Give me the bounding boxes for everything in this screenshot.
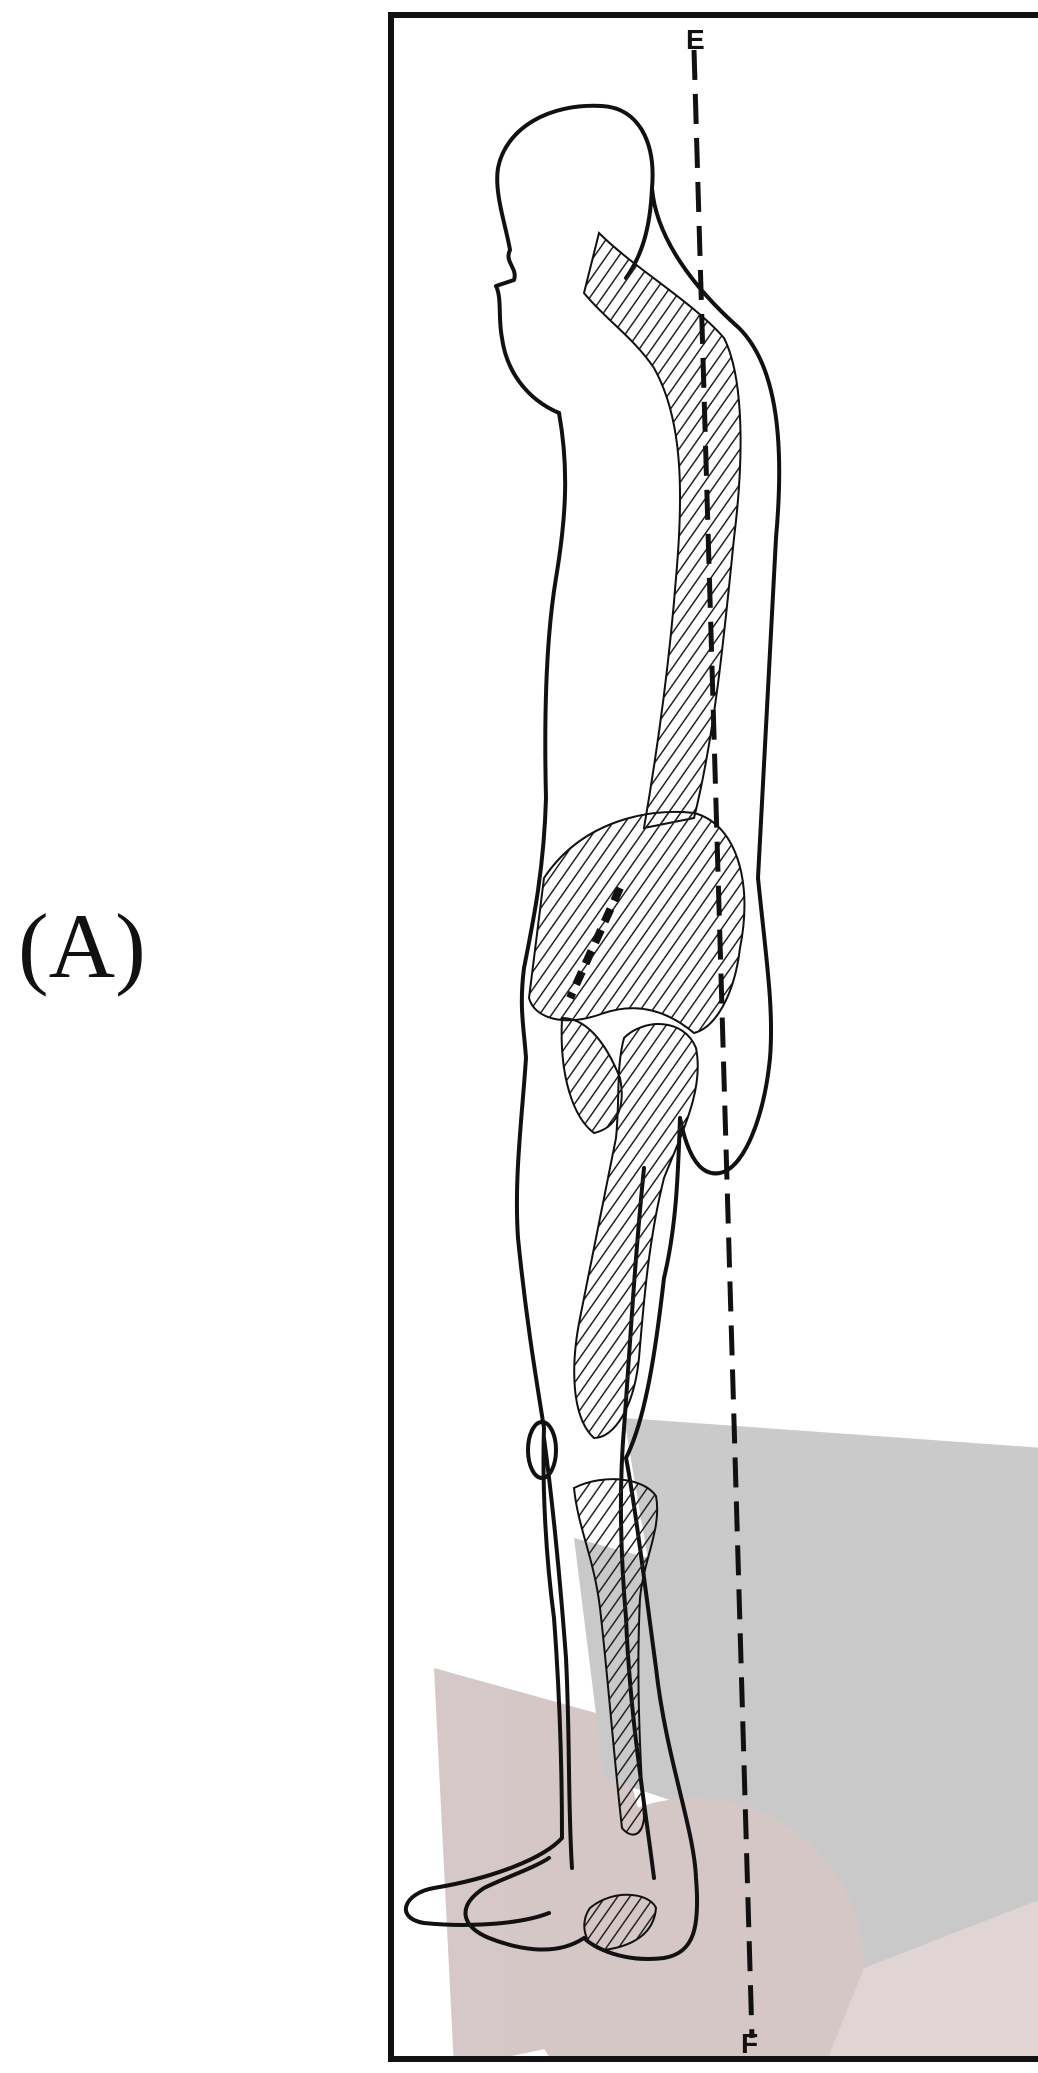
posture-figure-frame: E F: [388, 12, 1038, 2062]
plumb-line-bottom-label: F: [741, 2028, 758, 2060]
plumb-line-top-label: E: [686, 24, 705, 56]
panel-label: (A): [18, 900, 146, 992]
posture-diagram: [394, 18, 1038, 2062]
skeleton-spine: [584, 233, 741, 828]
